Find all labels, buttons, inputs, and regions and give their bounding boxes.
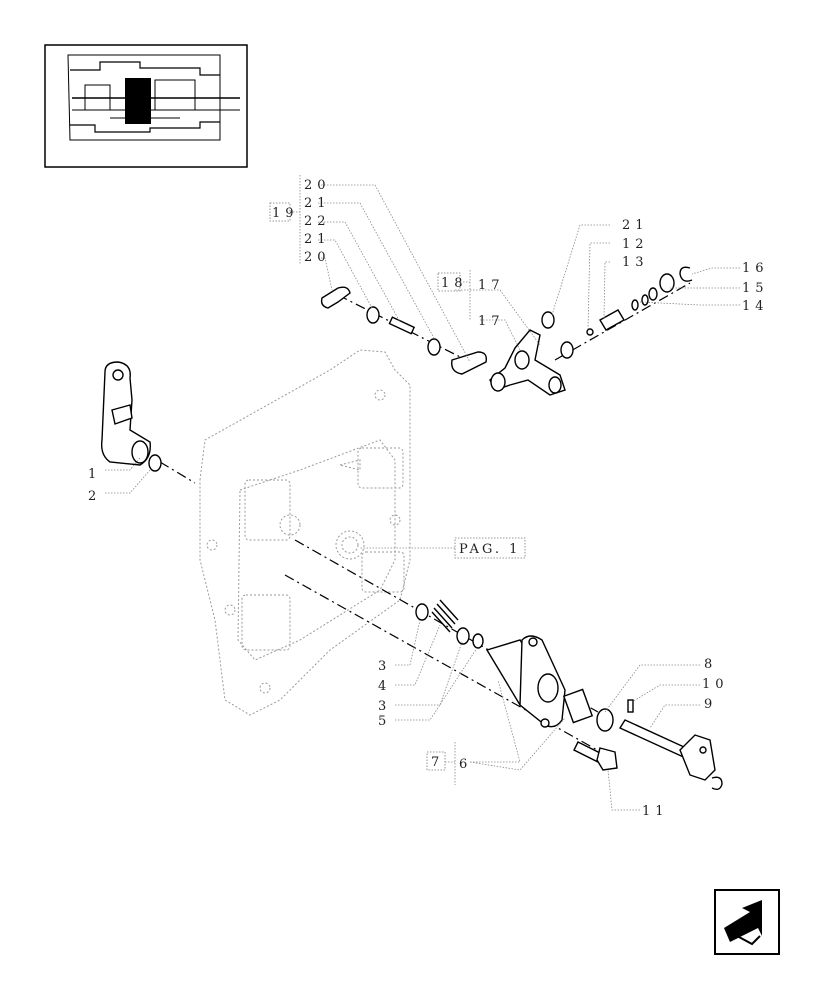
callout-17: 17 (478, 278, 505, 293)
callout-21b: 21 (304, 232, 331, 247)
callout-13: 13 (622, 255, 649, 270)
callout-19: 19 (272, 206, 299, 221)
callout-box-7 (426, 751, 446, 771)
bush-part-8 (562, 688, 594, 724)
callout-9: 9 (704, 697, 717, 712)
bush-part-21b (427, 338, 441, 356)
callout-12: 12 (622, 237, 649, 252)
next-page-arrow-button[interactable] (714, 889, 780, 955)
bush-part-21c (560, 341, 574, 359)
pivot-bracket-part-17 (489, 329, 566, 396)
callout-3: 3 (378, 659, 391, 674)
callout-21: 21 (304, 196, 331, 211)
washer-part-3 (415, 603, 429, 621)
callout-17b: 17 (478, 314, 505, 329)
ring-part-14a (631, 299, 639, 311)
next-page-arrow-icon (724, 900, 762, 946)
bolt-part-11 (573, 741, 618, 771)
callout-4: 4 (378, 679, 391, 694)
callout-21c: 21 (622, 218, 649, 233)
callout-1: 1 (88, 467, 101, 482)
rod-end-part-20b (451, 351, 488, 375)
axis-line-lower (284, 574, 616, 761)
housing-outline (199, 349, 411, 716)
clip-part-12 (586, 328, 594, 336)
washer-part-15 (648, 287, 658, 301)
ring-part-14b (641, 294, 649, 306)
washer-part-3b (456, 627, 470, 645)
bush-part-21d (541, 311, 555, 329)
callout-8: 8 (704, 657, 717, 672)
bush-part-21 (366, 306, 380, 324)
callout-16: 16 (742, 261, 769, 276)
support-part-6 (485, 635, 566, 728)
ring-part-5 (472, 633, 484, 649)
callout-20: 20 (304, 178, 331, 193)
callout-3b: 3 (378, 699, 391, 714)
spring-part-4 (431, 599, 459, 633)
callout-15: 15 (742, 281, 769, 296)
callout-18: 18 (441, 276, 468, 291)
pin-part-9 (627, 699, 634, 713)
washer-part-10 (596, 708, 614, 732)
callout-11: 11 (642, 804, 669, 819)
callout-7: 7 (431, 755, 444, 770)
pin-part-13 (599, 309, 625, 331)
callout-22: 22 (304, 214, 331, 229)
axis-line-pivot (554, 282, 691, 361)
callout-14: 14 (742, 299, 769, 314)
callout-6: 6 (459, 757, 472, 772)
lever-part-1 (100, 361, 151, 466)
callout-10: 10 (702, 677, 729, 692)
pin-part-22 (388, 316, 416, 335)
clip-part-16 (679, 266, 693, 282)
callout-box-19 (269, 202, 291, 222)
shaft-lever-part-9 (618, 719, 723, 791)
callout-20b: 20 (304, 250, 331, 265)
axis-line-upper (294, 539, 599, 713)
callout-2: 2 (88, 489, 101, 504)
washer-part-15b (659, 273, 675, 293)
page-ref-label: PAG. 1 (459, 542, 520, 557)
axis-line-lever (159, 461, 196, 484)
highlight-block (125, 78, 151, 124)
washer-part-2 (148, 454, 162, 472)
leader-lines (105, 184, 740, 811)
gearbox-thumbnail (44, 44, 248, 168)
callout-5: 5 (378, 714, 391, 729)
rod-end-part-20 (320, 286, 351, 309)
